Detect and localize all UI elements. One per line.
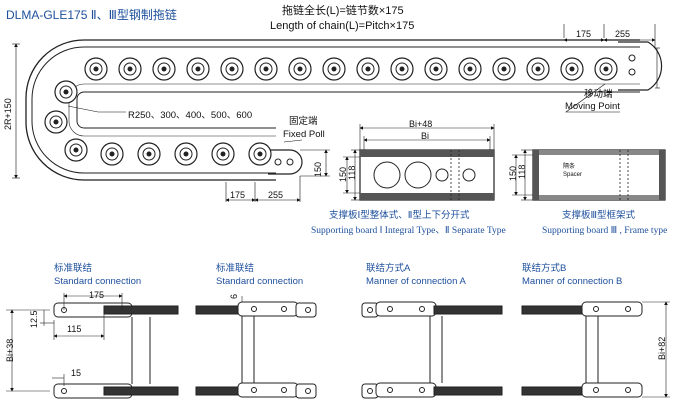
support-board-type1 (343, 124, 495, 201)
chain-link-pin (361, 62, 375, 76)
chain-link-pin (565, 62, 579, 76)
chain-link-pin (531, 62, 545, 76)
top-dimension-lines (12, 24, 660, 202)
formula-en: Length of chain(L)=Pitch×175 (270, 20, 415, 32)
chain-link-pin (225, 62, 239, 76)
chain-link-hub (569, 66, 575, 72)
dim-15: 15 (71, 368, 82, 378)
fixed-label-en: Fixed Poll (283, 129, 325, 140)
dim-pitch-top: 175 (576, 29, 592, 39)
page-title: DLMA-GLE175 Ⅱ、Ⅲ型钢制拖链 (6, 8, 177, 22)
chain-link-pin (327, 62, 341, 76)
chain-links-lower (100, 142, 272, 166)
conn-2-cn: 标准联结 (216, 263, 255, 274)
spacer-label-cn: 隔条 (563, 164, 576, 170)
spacer-label-en: Spacer (563, 172, 583, 178)
formula-cn: 拖链全长(L)=链节数×175 (282, 5, 404, 17)
chain-link-pin (253, 147, 267, 161)
chain-link-hub (535, 66, 541, 72)
chain-link-pin (89, 62, 103, 76)
chain-link-pin (191, 62, 205, 76)
chain-link-hub (220, 151, 226, 157)
dim-bi48: Bi+48 (409, 119, 433, 129)
chain-link-pin (497, 62, 511, 76)
chain-link-pin (142, 147, 156, 161)
chain-link-hub (229, 66, 235, 72)
chain-link-pin (157, 62, 171, 76)
chain-link-hub (195, 66, 201, 72)
dim-end-bottom: 255 (268, 190, 284, 200)
dim-pitch-bottom: 175 (230, 190, 246, 200)
dim-end-top: 255 (615, 29, 631, 39)
chain-link-hub (467, 66, 473, 72)
chain-link-hub (365, 66, 371, 72)
chain-link-hub (603, 66, 609, 72)
chain-link-hub (399, 66, 405, 72)
moving-label-cn: 移动端 (584, 89, 613, 100)
chain-link-pin (429, 62, 443, 76)
chain-link-hub (73, 147, 79, 153)
chain-link-pin (395, 62, 409, 76)
chain-link-pin (179, 147, 193, 161)
chain-link-hub (109, 151, 115, 157)
conn-1-en: Standard connection (54, 276, 142, 287)
conn-3-cn: 联结方式A (366, 263, 411, 274)
chain-link-pin (69, 143, 83, 157)
connection-a (361, 301, 503, 399)
chain-link-hub (127, 66, 133, 72)
dim-115: 115 (67, 324, 82, 334)
chain-link-hub (433, 66, 439, 72)
connection-b (521, 301, 670, 398)
moving-label-en: Moving Point (565, 101, 620, 112)
chain-link-hub (501, 66, 507, 72)
conn-1-cn: 标准联结 (54, 263, 93, 274)
support-type1-en: Supporting board Ⅰ Integral Type、Ⅱ Separ… (311, 226, 506, 236)
chain-links-upper (84, 57, 618, 81)
dim-bi: Bi (421, 131, 430, 141)
fixed-label-cn: 固定端 (289, 116, 318, 127)
dim-radii: R250、300、400、500、600 (128, 110, 253, 121)
chain-link-hub (297, 66, 303, 72)
chain-link-hub (263, 66, 269, 72)
connection-standard-1 (6, 293, 179, 399)
chain-link-hub (146, 151, 152, 157)
conn-3-en: Manner of connection A (366, 276, 466, 287)
chain-link-hub (93, 66, 99, 72)
conn-4-en: Manner of connection B (522, 276, 623, 287)
conn-2-en: Standard connection (216, 276, 304, 287)
chain-link-pin (123, 62, 137, 76)
conn-4-cn: 联结方式B (522, 263, 567, 274)
chain-links-bend (44, 80, 88, 162)
chain-link-hub (257, 151, 263, 157)
connection-standard-2 (195, 296, 317, 399)
chain-link-pin (293, 62, 307, 76)
chain-link-hub (183, 151, 189, 157)
chain-link-hub (161, 66, 167, 72)
support-type1-cn: 支撑板Ⅰ型整体式、Ⅱ型上下分开式 (329, 211, 470, 221)
chain-link-pin (216, 147, 230, 161)
support-type3-cn: 支撑板Ⅲ型框架式 (562, 211, 636, 221)
drag-chain (25, 39, 663, 181)
chain-link-pin (599, 62, 613, 76)
chain-link-pin (49, 115, 63, 129)
support-type3-en: Supporting board Ⅲ , Frame type (542, 226, 668, 236)
chain-link-pin (59, 85, 73, 99)
chain-link-pin (259, 62, 273, 76)
chain-link-hub (63, 89, 69, 95)
support-board-type3 (512, 149, 666, 201)
chain-link-pin (105, 147, 119, 161)
chain-link-pin (463, 62, 477, 76)
chain-link-hub (53, 119, 59, 125)
chain-link-hub (331, 66, 337, 72)
